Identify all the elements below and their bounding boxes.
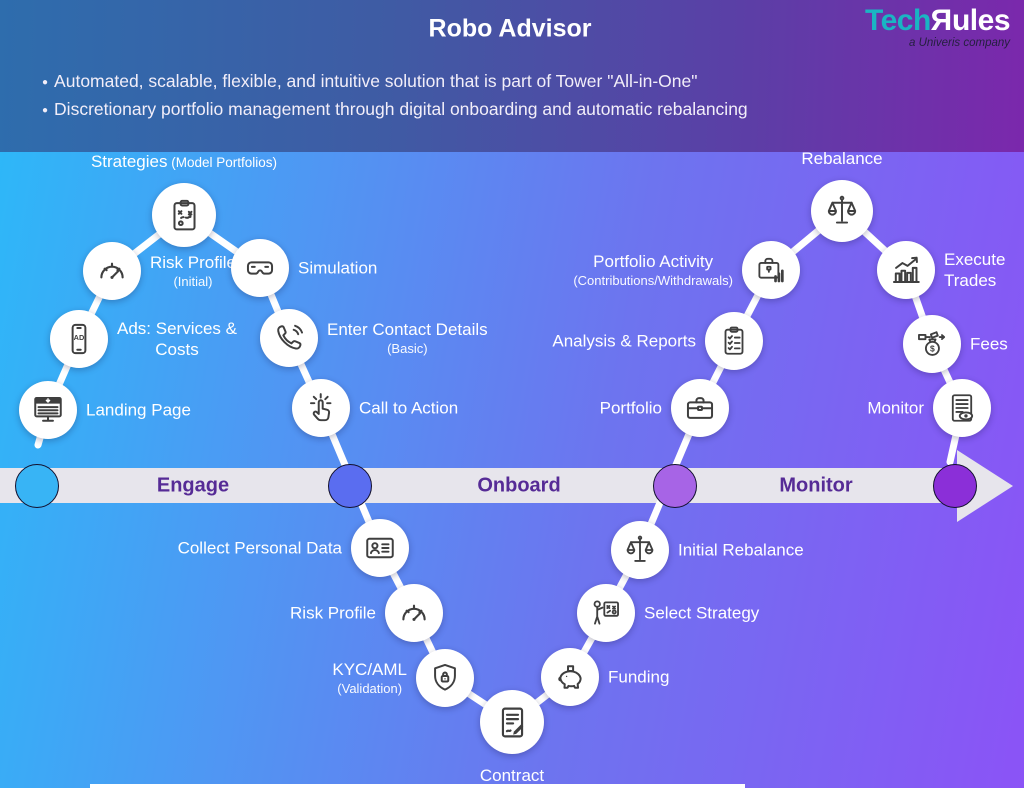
- piggy-icon: [558, 665, 582, 689]
- journey-node-analysis-reports: [705, 312, 763, 370]
- node-label-ads-services-costs: Ads: Services & Costs: [117, 318, 237, 359]
- journey-node-risk-profile: [385, 584, 443, 642]
- select-strategy-icon: [593, 600, 619, 625]
- vr-icon: [246, 261, 274, 275]
- gauge-icon: [100, 262, 124, 280]
- shield-icon: [434, 663, 456, 691]
- journey-node-contract: [480, 690, 544, 754]
- journey-node-simulation: [231, 239, 289, 297]
- node-label-initial-rebalance: Initial Rebalance: [678, 540, 804, 560]
- journey-node-strategies: [152, 183, 216, 247]
- node-label-monitor: Monitor: [867, 398, 924, 418]
- briefcase-icon: [686, 397, 714, 419]
- journey-node-select-strategy: [577, 584, 635, 642]
- journey-node-portfolio-activity: [742, 241, 800, 299]
- journey-node-landing-page: [19, 381, 77, 439]
- techrules-logo: TechRules a Univeris company: [865, 4, 1011, 50]
- node-label-execute-trades: Execute Trades: [944, 249, 1006, 290]
- logo-wordmark: TechRules: [865, 4, 1011, 37]
- node-label-select-strategy: Select Strategy: [644, 603, 760, 623]
- node-label-contract: Contract: [479, 766, 545, 785]
- node-label-portfolio-activity: Portfolio Activity(Contributions/Withdra…: [573, 251, 733, 288]
- node-label-landing-page: Landing Page: [86, 400, 191, 420]
- node-label-funding: Funding: [608, 667, 670, 687]
- phone-icon: [277, 324, 304, 350]
- node-label-risk-profile: Risk Profile: [290, 603, 376, 623]
- journey-node-fees: [903, 315, 961, 373]
- click-icon: [309, 393, 332, 422]
- journey-node-rebalance: [811, 180, 873, 242]
- idcard-icon: [366, 537, 394, 559]
- node-label-simulation: Simulation: [298, 258, 378, 278]
- journey-node-execute-trades: [877, 241, 935, 299]
- ad-phone-icon: [71, 323, 87, 355]
- journey-node-kyc-aml: [416, 649, 474, 707]
- journey-node-initial-rebalance: [611, 521, 669, 579]
- briefcase-chart-icon: [758, 257, 784, 283]
- contract-icon: [501, 707, 524, 737]
- journey-node-portfolio: [671, 379, 729, 437]
- header-bullets: Automated, scalable, flexible, and intui…: [42, 66, 748, 126]
- gauge-icon: [402, 604, 426, 622]
- journey-node-monitor: [933, 379, 991, 437]
- node-label-kyc-aml: KYC/AML(Validation): [332, 659, 407, 696]
- header-bullet: Discretionary portfolio management throu…: [42, 97, 748, 122]
- logo-tagline: a Univeris company: [909, 37, 1010, 49]
- doc-eye-icon: [951, 394, 974, 422]
- bars-up-icon: [892, 256, 920, 284]
- node-label-risk-profile: Risk Profile(Initial): [150, 252, 236, 289]
- scales-icon: [626, 535, 654, 562]
- logo-rules: ules: [951, 4, 1011, 37]
- node-label-call-to-action: Call to Action: [359, 398, 459, 418]
- journey-node-collect-personal-data: [351, 519, 409, 577]
- node-label-fees: Fees: [970, 334, 1008, 354]
- node-label-analysis-reports: Analysis & Reports: [552, 331, 696, 351]
- node-label-enter-contact-details: Enter Contact Details(Basic): [327, 319, 488, 356]
- node-label-collect-personal-data: Collect Personal Data: [177, 538, 342, 558]
- journey-node-risk-profile: [83, 242, 141, 300]
- strategy-icon: [172, 199, 196, 230]
- journey-node-funding: [541, 648, 599, 706]
- node-label-strategies: Strategies (Model Portfolios): [90, 151, 278, 171]
- page-title: Robo Advisor: [428, 14, 592, 43]
- monitor-icon: [34, 396, 62, 422]
- logo-tech: Tech: [865, 4, 931, 37]
- journey-node-call-to-action: [292, 379, 350, 437]
- header-bullet: Automated, scalable, flexible, and intui…: [42, 69, 748, 94]
- bottom-strip: [90, 784, 745, 788]
- scales-icon: [827, 195, 857, 224]
- journey-node-ads-services-costs: [50, 310, 108, 368]
- node-label-rebalance: Rebalance: [801, 148, 883, 168]
- node-label-portfolio: Portfolio: [599, 398, 662, 418]
- checklist-icon: [724, 326, 744, 355]
- journey-node-enter-contact-details: [260, 309, 318, 367]
- fees-icon: [918, 331, 946, 356]
